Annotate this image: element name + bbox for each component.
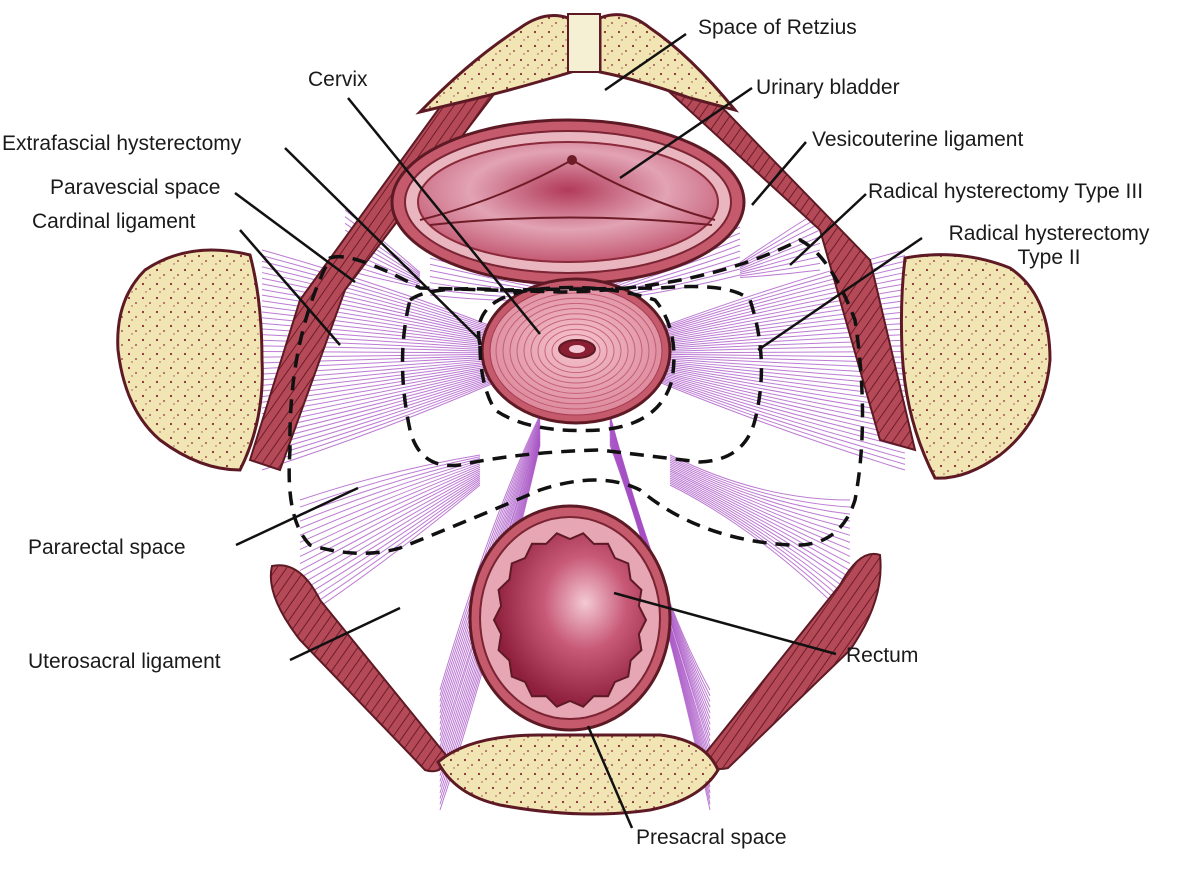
urinary-bladder — [390, 118, 746, 286]
rectum-lumen — [492, 532, 648, 708]
cervix-rings — [495, 292, 657, 410]
label-cervix: Cervix — [308, 68, 368, 91]
right-hip-bone — [899, 253, 1052, 480]
leader-retzius — [604, 32, 687, 92]
label-pararectal-space: Pararectal space — [28, 536, 186, 559]
cervix — [480, 277, 672, 425]
rectum — [468, 504, 672, 732]
leader-extrafascial — [284, 147, 479, 339]
dashed-boundaries — [287, 238, 865, 556]
leader-cardinal — [239, 229, 341, 346]
label-uterosacral-ligament: Uterosacral ligament — [28, 650, 221, 673]
label-rectum: Rectum — [846, 644, 919, 667]
leader-lines — [234, 32, 923, 829]
type-iii-boundary — [287, 238, 865, 556]
leader-pararectal — [235, 486, 359, 547]
label-urinary-bladder: Urinary bladder — [756, 76, 900, 99]
type-ii-boundary — [400, 284, 764, 468]
label-paravescial-space: Paravescial space — [50, 176, 221, 199]
leader-type-iii — [789, 193, 867, 266]
leader-uterosacral — [289, 606, 401, 662]
left-hip-bone — [116, 248, 264, 472]
pubic-bones — [415, 13, 740, 115]
leader-paravescial — [234, 191, 356, 284]
leader-bladder — [619, 86, 753, 180]
label-space-of-retzius: Space of Retzius — [698, 16, 857, 39]
label-radical-type-iii: Radical hysterectomy Type III — [868, 180, 1144, 203]
leader-presacral — [586, 725, 634, 829]
pelvic-wall-muscles — [248, 59, 917, 773]
label-cardinal-ligament: Cardinal ligament — [32, 210, 196, 233]
leader-cervix — [347, 97, 541, 335]
leader-rectum — [613, 591, 837, 656]
label-presacral-space: Presacral space — [636, 826, 787, 849]
label-radical-type-ii: Radical hysterectomy Type II — [948, 222, 1150, 269]
label-extrafascial-hysterectomy: Extrafascial hysterectomy — [2, 132, 242, 155]
label-vesicouterine-ligament: Vesicouterine ligament — [812, 128, 1024, 151]
extrafascial-boundary — [476, 285, 676, 433]
sacrum — [436, 733, 720, 816]
leader-type-ii — [757, 236, 923, 352]
leader-vesicouterine — [751, 141, 807, 206]
